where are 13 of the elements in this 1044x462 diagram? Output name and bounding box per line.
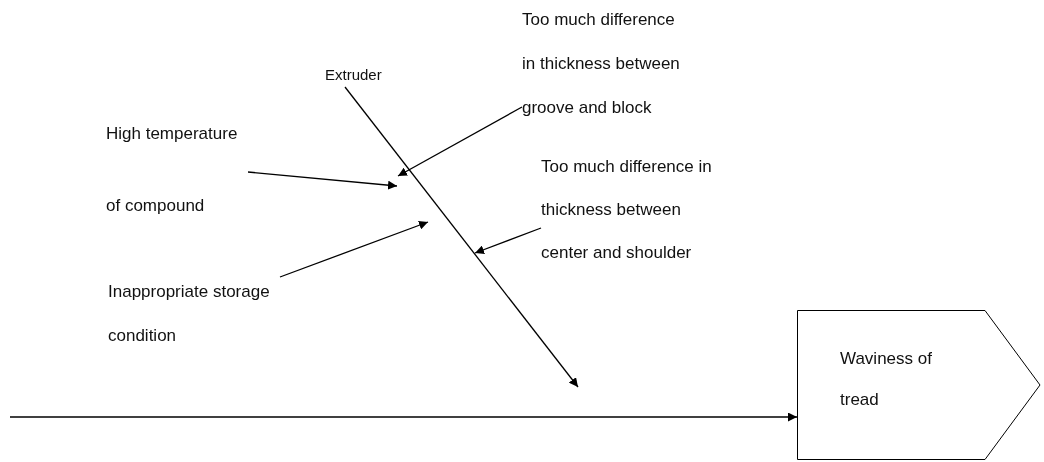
arrow [397,106,523,177]
category-label: Extruder [325,65,383,85]
effect-box [797,310,1041,460]
arrow [474,227,542,254]
cause-label: Too much difference in thickness between groove and block [522,9,681,119]
cause-label: High temperature of compound [106,123,239,217]
effect-label: Waviness of tread [840,348,933,411]
cause-label: Inappropriate storage condition [108,281,271,347]
arrow [247,171,398,190]
arrow [344,86,579,388]
cause-label: Too much difference in thickness between center and shoulder [541,156,713,264]
arrow [279,220,429,278]
spine-arrow [9,412,798,422]
